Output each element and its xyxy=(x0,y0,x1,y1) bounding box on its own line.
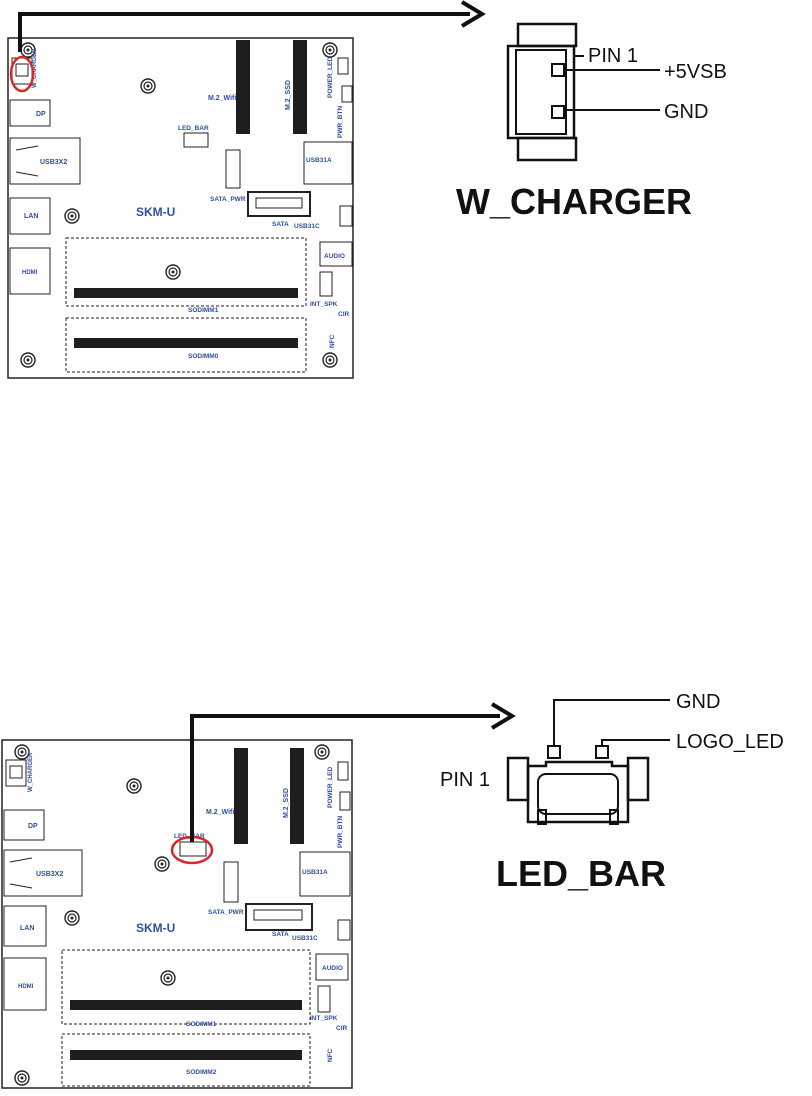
sata-pwr-connector xyxy=(223,861,239,903)
int-spk-label: INT_SPK xyxy=(310,1015,338,1022)
pointer-arrow xyxy=(18,12,470,52)
sata-pwr-label: SATA_PWR xyxy=(208,909,244,916)
dp-label: DP xyxy=(28,823,38,830)
sodimm2-label: SODIMM2 xyxy=(186,1069,217,1076)
hdmi-label: HDMI xyxy=(18,984,34,990)
usb3x2-port xyxy=(3,849,83,897)
sodimm-slot xyxy=(74,338,298,348)
lan-port xyxy=(3,905,47,947)
m2-ssd-slot xyxy=(293,40,307,134)
pin1-label: PIN 1 xyxy=(440,769,490,791)
pin-a-label: GND xyxy=(676,691,720,713)
power-led-label: POWER_LED xyxy=(327,57,334,98)
m2-wifi-slot xyxy=(236,40,250,134)
usb3x2-label: USB3X2 xyxy=(36,871,63,878)
cir-label: CIR xyxy=(338,311,350,318)
arrow-head xyxy=(460,0,486,28)
usb31a-label: USB31A xyxy=(302,869,328,876)
dp-port xyxy=(3,809,45,841)
dp-port xyxy=(9,99,51,127)
led-bar-connector-detail xyxy=(506,699,670,825)
nfc-label: NFC xyxy=(329,334,336,348)
pin-a-label: +5VSB xyxy=(664,61,727,83)
motherboard-diagram: W_CHARGER DP USB3X2 LAN HDMI M.2_Wifi M.… xyxy=(1,739,353,1089)
pin-2 xyxy=(595,745,609,759)
m2-ssd-slot xyxy=(290,748,304,844)
lan-label: LAN xyxy=(24,213,38,220)
section-w-charger: W_CHARGER DP USB3X2 LAN HDMI M.2_Wifi M.… xyxy=(7,0,727,379)
pin-b-label: GND xyxy=(664,101,708,123)
sata-pwr-connector xyxy=(225,149,241,189)
m2-ssd-label: M.2_SSD xyxy=(285,80,292,110)
m2-ssd-label: M.2_SSD xyxy=(283,788,290,818)
m2-wifi-slot xyxy=(234,748,248,844)
section-led-bar: W_CHARGER DP USB3X2 LAN HDMI M.2_Wifi M.… xyxy=(1,691,784,1089)
sodimm-slot xyxy=(70,1000,302,1010)
audio-label: AUDIO xyxy=(322,965,343,972)
pin1-label: PIN 1 xyxy=(588,45,638,67)
sata-pwr-label: SATA_PWR xyxy=(210,196,246,203)
highlight-circle xyxy=(9,55,35,93)
board-name: SKM-U xyxy=(136,921,175,935)
sata-label: SATA xyxy=(272,931,289,938)
pin-2 xyxy=(551,105,565,119)
sodimm1-label: SODIMM1 xyxy=(186,1021,217,1028)
usb31c-label: USB31C xyxy=(292,935,318,942)
lan-label: LAN xyxy=(20,925,34,932)
usb31a-port xyxy=(299,851,351,897)
pwr-btn-label: PWR_BTN xyxy=(337,106,344,138)
usb31a-port xyxy=(303,141,353,185)
arrow-head xyxy=(490,702,516,730)
cir-label: CIR xyxy=(336,1025,348,1032)
sata-connector xyxy=(245,903,313,931)
sata-label: SATA xyxy=(272,221,289,228)
sodimm-slot xyxy=(74,288,298,298)
connector-title: LED_BAR xyxy=(496,853,666,894)
w-charger-connector-detail xyxy=(506,22,660,162)
motherboard-diagram: W_CHARGER DP USB3X2 LAN HDMI M.2_Wifi M.… xyxy=(7,37,354,379)
led-bar-connector xyxy=(183,132,209,148)
board-name: SKM-U xyxy=(136,205,175,219)
hdmi-label: HDMI xyxy=(22,270,38,276)
power-led-label: POWER_LED xyxy=(327,767,334,808)
connector-title: W_CHARGER xyxy=(456,181,692,222)
int-spk-label: INT_SPK xyxy=(310,301,338,308)
led-bar-label: LED_BAR xyxy=(178,125,209,132)
usb3x2-port xyxy=(9,137,81,185)
usb31c-label: USB31C xyxy=(294,223,320,230)
w-charger-label: W_CHARGER xyxy=(28,752,34,792)
hdmi-port xyxy=(3,957,47,1011)
w-charger-connector xyxy=(5,759,27,787)
pin-b-label: LOGO_LED xyxy=(676,731,784,753)
usb3x2-label: USB3X2 xyxy=(40,159,67,166)
sodimm-slot xyxy=(70,1050,302,1060)
hdmi-port xyxy=(9,247,51,295)
m2-wifi-label: M.2_Wifi xyxy=(208,95,236,102)
usb31a-label: USB31A xyxy=(306,157,332,164)
audio-label: AUDIO xyxy=(324,253,345,260)
pwr-btn-label: PWR_BTN xyxy=(337,816,344,848)
pointer-arrow xyxy=(190,714,500,842)
m2-wifi-label: M.2_Wifi xyxy=(206,809,234,816)
sodimm0-label: SODIMM0 xyxy=(188,353,219,360)
pin-1 xyxy=(551,63,565,77)
pin-1 xyxy=(547,745,561,759)
dp-label: DP xyxy=(36,111,46,118)
sata-connector xyxy=(247,191,311,217)
sodimm1-label: SODIMM1 xyxy=(188,307,219,314)
lan-port xyxy=(9,197,51,235)
nfc-label: NFC xyxy=(327,1048,334,1062)
w-charger-label: W_CHARGER xyxy=(32,48,38,88)
